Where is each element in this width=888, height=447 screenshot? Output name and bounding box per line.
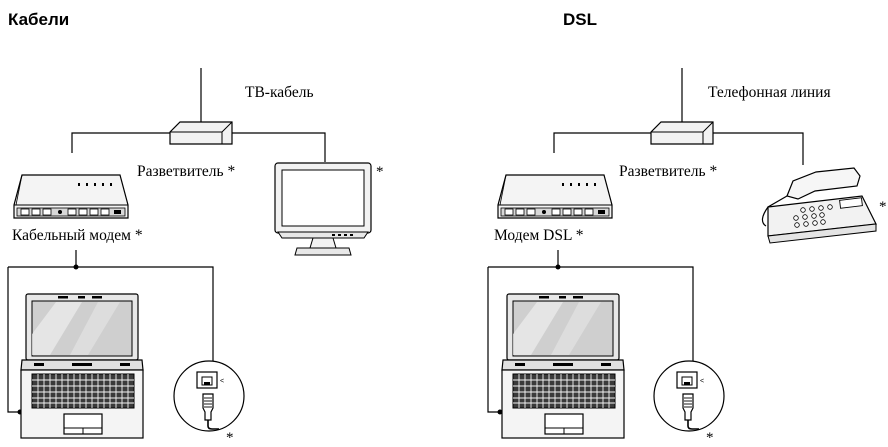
modem-to-laptop-line	[7, 267, 20, 413]
cable-modem-icon	[13, 174, 129, 219]
dsl-splitter-label: Разветвитель *	[619, 163, 717, 180]
splitter-icon	[169, 121, 233, 145]
dsl-panel-heading: DSL	[563, 10, 597, 29]
dsl-splitter-icon	[650, 121, 714, 145]
dsl-modem-to-laptop-line	[487, 267, 500, 413]
telephone-icon	[761, 167, 877, 244]
dsl-laptop-icon	[501, 293, 625, 439]
cable-modem-label: Кабельный модем *	[12, 227, 143, 244]
dsl-ethernet-port-icon	[653, 360, 725, 432]
dsl-modem-label: Модем DSL *	[494, 227, 584, 244]
dsl-laptop-port-dot	[497, 409, 503, 415]
monitor-star: *	[376, 164, 384, 180]
ethernet-cable-star: *	[226, 430, 234, 446]
dsl-ethernet-cable-star: *	[706, 430, 714, 446]
tv-monitor-icon	[274, 162, 372, 256]
modem-to-port-line	[8, 266, 214, 365]
cable-panel-heading: Кабели	[8, 10, 69, 29]
splitter-label: Разветвитель *	[137, 163, 235, 180]
phone-line-label: Телефонная линия	[708, 84, 831, 101]
dsl-modem-to-port-line	[488, 266, 694, 365]
ethernet-port-icon	[173, 360, 245, 432]
dsl-modem-icon	[497, 174, 613, 219]
tv-cable-label: ТВ-кабель	[245, 84, 314, 101]
splitter-to-monitor-line	[232, 132, 326, 162]
dsl-panel: DSL Телефонная линия Разветвитель * Моде…	[487, 10, 887, 446]
dsl-splitter-to-phone-line	[713, 132, 804, 165]
cable-panel: Кабели ТВ-кабель Разветвитель * Кабельны…	[7, 10, 384, 446]
phone-star: *	[879, 199, 887, 215]
laptop-icon	[20, 293, 144, 439]
splitter-to-modem-line	[71, 132, 170, 153]
dsl-splitter-to-modem-line	[553, 132, 651, 153]
